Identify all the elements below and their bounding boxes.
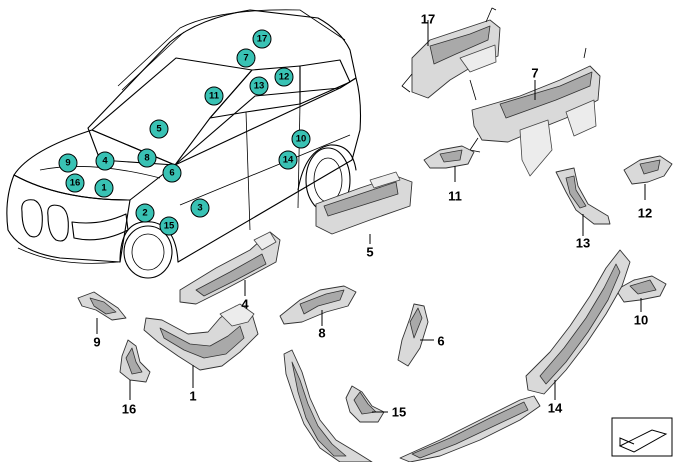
part-6 <box>397 303 434 367</box>
svg-text:10: 10 <box>296 134 307 145</box>
part-5 <box>315 171 413 244</box>
svg-text:17: 17 <box>257 34 268 45</box>
svg-text:15: 15 <box>164 221 175 232</box>
callout-17: 17 <box>421 12 435 27</box>
part-1 <box>143 303 259 388</box>
svg-text:14: 14 <box>283 155 294 166</box>
callout-13: 13 <box>576 236 590 251</box>
part-4 <box>179 231 281 305</box>
part-10 <box>615 275 667 312</box>
marker-3: 3 <box>190 198 210 218</box>
part-9 <box>77 291 127 334</box>
callout-12: 12 <box>638 206 652 221</box>
part-12 <box>623 155 673 200</box>
part-14 <box>399 249 631 462</box>
svg-text:11: 11 <box>209 91 220 102</box>
part-17 <box>401 7 501 101</box>
svg-text:7: 7 <box>243 53 248 64</box>
callout-7: 7 <box>531 66 538 81</box>
marker-15: 15 <box>159 216 179 236</box>
svg-text:12: 12 <box>279 72 290 83</box>
marker-1: 1 <box>94 178 114 198</box>
callout-5: 5 <box>366 245 373 260</box>
svg-text:3: 3 <box>197 203 202 214</box>
marker-8: 8 <box>137 148 157 168</box>
marker-2: 2 <box>135 203 155 223</box>
svg-text:2: 2 <box>142 208 147 219</box>
callout-4: 4 <box>241 297 249 312</box>
svg-text:8: 8 <box>144 153 149 164</box>
callout-16: 16 <box>122 402 136 417</box>
svg-text:13: 13 <box>254 81 265 92</box>
marker-17: 17 <box>252 29 272 49</box>
marker-13: 13 <box>249 76 269 96</box>
callout-10: 10 <box>634 313 648 328</box>
callout-1: 1 <box>189 389 196 404</box>
svg-text:6: 6 <box>169 168 174 179</box>
svg-text:5: 5 <box>156 124 162 135</box>
part-rail <box>283 349 373 462</box>
marker-16: 16 <box>65 173 85 193</box>
callout-11: 11 <box>448 189 462 204</box>
marker-11: 11 <box>204 86 224 106</box>
callout-6: 6 <box>437 334 444 349</box>
corner-symbol <box>611 417 673 457</box>
part-11 <box>423 145 475 182</box>
svg-text:16: 16 <box>70 178 81 189</box>
marker-6: 6 <box>162 163 182 183</box>
marker-14: 14 <box>278 150 298 170</box>
callout-8: 8 <box>318 326 325 341</box>
part-8 <box>279 285 357 326</box>
part-15 <box>345 385 388 423</box>
part-7 <box>469 47 601 177</box>
marker-7: 7 <box>236 48 256 68</box>
callout-14: 14 <box>548 401 563 416</box>
marker-5: 5 <box>149 119 169 139</box>
callout-15: 15 <box>392 405 406 420</box>
svg-text:1: 1 <box>101 183 107 194</box>
svg-text:4: 4 <box>102 156 108 167</box>
marker-9: 9 <box>58 153 78 173</box>
callout-9: 9 <box>93 335 100 350</box>
car-markers: 17 7 12 13 11 5 10 14 9 4 8 6 16 1 2 3 1… <box>58 29 311 236</box>
part-13 <box>555 167 611 236</box>
marker-10: 10 <box>291 129 311 149</box>
part-callouts: 17 7 11 12 5 13 4 8 6 10 9 1 16 15 14 <box>93 12 652 420</box>
marker-12: 12 <box>274 67 294 87</box>
svg-text:9: 9 <box>65 158 70 169</box>
part-16 <box>119 339 151 400</box>
marker-4: 4 <box>95 151 115 171</box>
